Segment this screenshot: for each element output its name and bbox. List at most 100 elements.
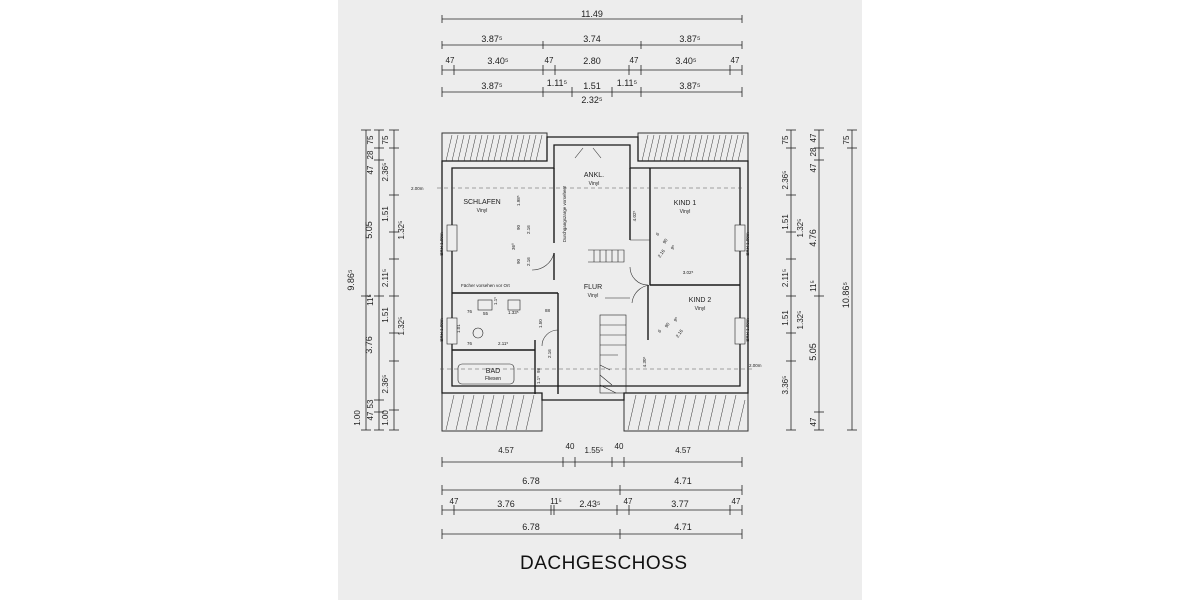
- left-inner-dim: 1.00: [381, 410, 390, 426]
- right-inner-dim: 2.11⁵: [781, 269, 790, 287]
- bottom-row1-dim: 40: [615, 442, 624, 451]
- ceiling-height-right: 2.00m: [749, 363, 762, 368]
- stair-lower-dims: 6 90 9⁰ 2.16: [657, 316, 684, 339]
- bath-fixtures: [457, 299, 521, 385]
- bath-value: 2.11⁵: [498, 341, 508, 346]
- top-dimension-chains: [441, 15, 743, 97]
- interior-walls: [452, 168, 740, 394]
- brh-label: BRH 1.00m: [439, 232, 444, 256]
- stair-lower-value: 6: [657, 328, 663, 333]
- room-name-schlafen: SCHLAFEN: [463, 199, 500, 206]
- top-row2-dim: 3.87⁵: [679, 34, 701, 44]
- left-mid-dim: 53: [366, 399, 375, 408]
- bath-value: 76: [467, 341, 473, 346]
- bottom-row2-dim: 4.71: [674, 476, 692, 486]
- left-mid-dim: 5.05: [364, 221, 374, 239]
- right-inner-dim: 1.32⁵: [796, 219, 805, 238]
- top-row4-dim: 1.51: [583, 81, 601, 91]
- stair-upper-dims: 6 90 9⁰ 2.16: [655, 231, 677, 258]
- ceiling-height-left: 2.00m: [411, 186, 424, 191]
- top-total-dim: 11.49: [581, 9, 603, 19]
- faecher-note: Fächer vorsehen vor Ort: [461, 283, 511, 288]
- stair-upper-value: 2.16: [657, 248, 666, 258]
- bottom-row3-dim: 47: [450, 497, 459, 506]
- right-inner-dim: 1.51: [781, 214, 790, 230]
- top-row4-dim: 3.87⁵: [481, 81, 503, 91]
- bottom-row3-dim: 47: [624, 497, 633, 506]
- left-mid-dim: 1.00: [353, 410, 362, 426]
- durchgang-note: Durchgangszarge vorsehen!: [562, 186, 567, 243]
- kind2-wall-dim: 3.02⁵: [683, 270, 694, 275]
- stair-lower-value: 9⁰: [673, 316, 680, 323]
- brh-label: BRH 1.00m: [439, 318, 444, 342]
- left-inner-dim: 1.51: [381, 206, 390, 222]
- top-row3-dim: 3.40⁵: [675, 56, 697, 66]
- top-row3-dim: 47: [731, 56, 740, 65]
- room-floor-flur: Vinyl: [588, 293, 599, 299]
- right-mid-dim: 5.05: [808, 343, 818, 361]
- right-outer-dim: 10.86⁵: [841, 282, 851, 309]
- right-outer-dim: 75: [842, 135, 851, 144]
- right-inner-dim: 1.32⁵: [796, 311, 805, 330]
- top-row4-below-dim: 2.32⁵: [581, 95, 603, 105]
- bottom-row1-dim: 4.57: [675, 446, 691, 455]
- bath-value: 98: [536, 367, 541, 373]
- stair-lower-value: 90: [664, 321, 671, 328]
- bottom-row2-dim: 6.78: [522, 476, 540, 486]
- left-inner-dim: 2.36⁵: [381, 163, 390, 182]
- left-inner-dim: 1.32⁵: [397, 221, 406, 240]
- top-row4-dim: 3.87⁵: [679, 81, 701, 91]
- room-floor-schlafen: Vinyl: [477, 208, 488, 214]
- brh-label: BRH 1.00m: [745, 232, 750, 256]
- right-inner-dim: 1.51: [781, 310, 790, 326]
- schlafen-stair-value: 36⁰: [511, 243, 516, 250]
- left-inner-dim: 1.32⁵: [397, 317, 406, 336]
- left-inner-dim: 75: [381, 135, 390, 144]
- bottom-row3-dim: 11⁵: [550, 497, 562, 506]
- right-mid-dim: 4.76: [808, 229, 818, 247]
- right-mid-dim: 47: [809, 417, 818, 426]
- door-swings: [531, 147, 651, 347]
- bath-dims: 76 55 1.33⁵ 88 1.50 76 1.01 2.11⁵ 2.16 9…: [456, 297, 552, 384]
- bottom-dimension-chains: [441, 457, 743, 539]
- bath-value: 76: [467, 309, 473, 314]
- bottom-row3-dim: 47: [732, 497, 741, 506]
- schlafen-stair-value: 90: [516, 224, 521, 230]
- top-row3-dim: 47: [630, 56, 639, 65]
- right-mid-dim: 11⁵: [809, 280, 818, 292]
- bottom-row3-dim: 3.76: [497, 499, 515, 509]
- top-row4-dim: 1.11⁵: [617, 78, 638, 88]
- room-name-flur: FLUR: [584, 284, 602, 291]
- left-mid-dim: 47: [366, 411, 375, 420]
- top-row4-dim: 1.11⁵: [547, 78, 568, 88]
- bath-value: 1.33⁵: [508, 310, 519, 315]
- bottom-row1-dim: 40: [566, 442, 575, 451]
- plan-title: DACHGESCHOSS: [520, 553, 688, 574]
- left-inner-dim: 2.36⁵: [381, 375, 390, 394]
- right-dimension-chains: [786, 129, 857, 431]
- left-inner-dim: 2.11⁵: [381, 269, 390, 287]
- stair-upper-value: 90: [662, 237, 669, 244]
- top-row3-dim: 2.80: [583, 56, 601, 66]
- top-row2-dim: 3.74: [583, 34, 601, 44]
- bottom-row4-dim: 4.71: [674, 522, 692, 532]
- schlafen-stair-value: 1.98⁵: [516, 195, 521, 206]
- left-mid-dim: 11⁵: [366, 294, 375, 306]
- right-inner-dim: 2.36⁵: [781, 171, 790, 190]
- bottom-row4-dim: 6.78: [522, 522, 540, 532]
- bath-value: 55: [483, 311, 489, 316]
- right-mid-dim: 47: [809, 133, 818, 142]
- brh-label: BRH 1.00m: [745, 318, 750, 342]
- left-mid-dim: 3.76: [364, 336, 374, 354]
- bath-value: 1.01: [456, 324, 461, 333]
- left-mid-dim: 28: [366, 150, 375, 159]
- room-name-bad: BAD: [486, 368, 500, 375]
- bath-value: 1.50: [538, 319, 543, 328]
- left-mid-dim: 75: [366, 135, 375, 144]
- left-mid-dim: 47: [366, 165, 375, 174]
- ceiling-height-lines: [437, 187, 752, 370]
- bath-value: 1.1⁵: [493, 297, 498, 305]
- schlafen-stair-value: 2.16: [526, 257, 531, 266]
- flur-wall-dim: 4.30⁵: [642, 357, 647, 368]
